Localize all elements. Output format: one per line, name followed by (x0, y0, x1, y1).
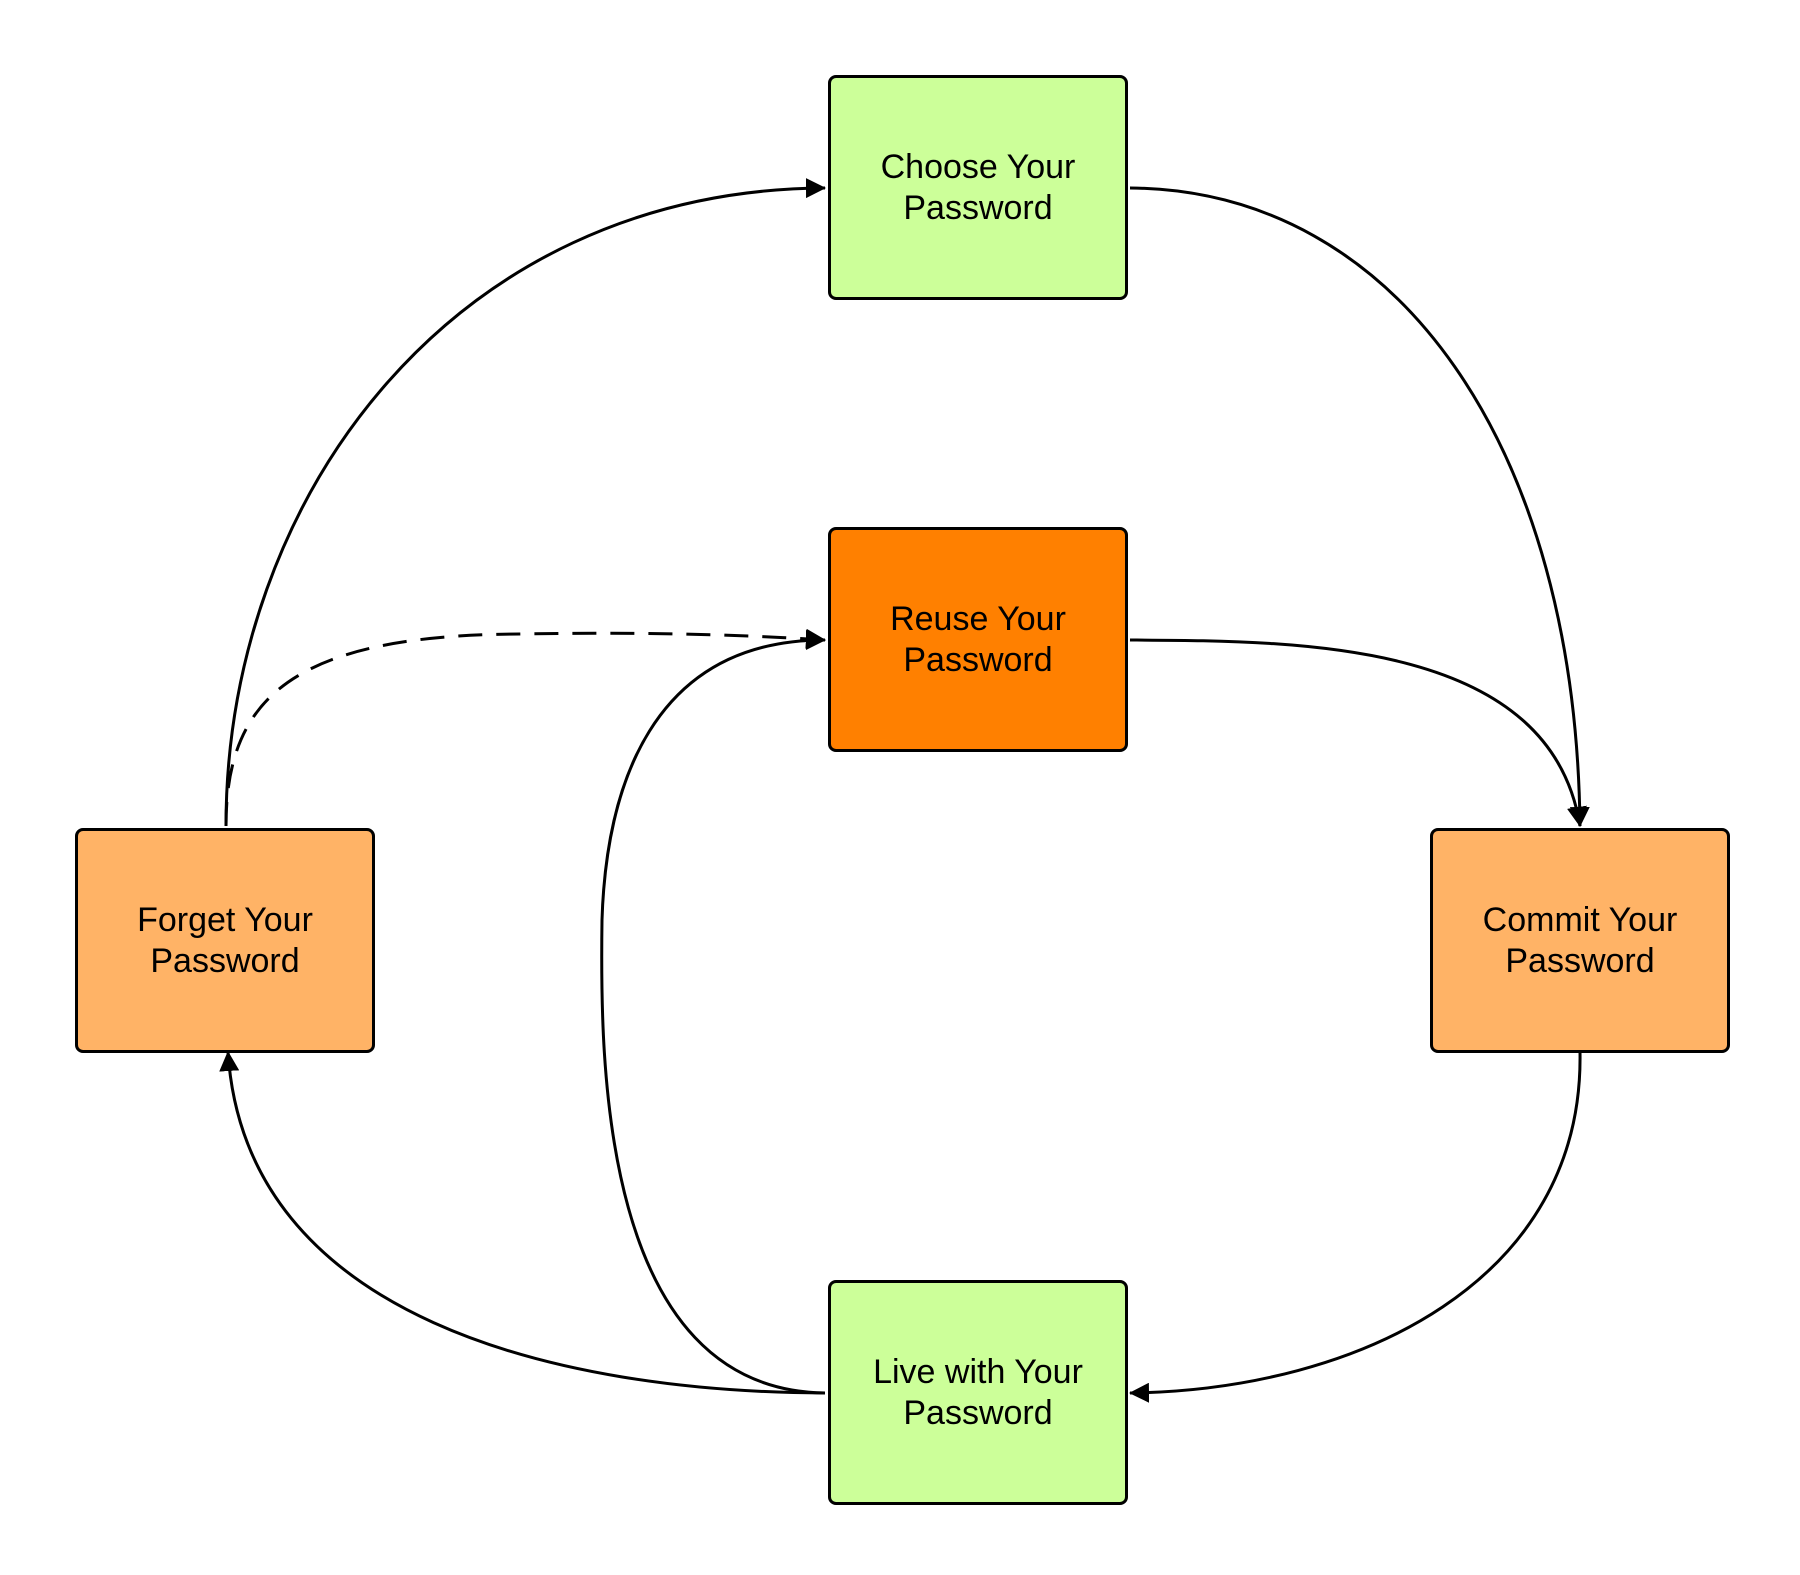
edge-reuse-to-commit (1129, 638, 1587, 827)
edge-forget-to-reuse-dashed (224, 628, 826, 827)
node-reuse-password: Reuse Your Password (828, 527, 1128, 752)
edge-commit-to-live (1129, 1051, 1582, 1403)
node-reuse-password-label: Reuse Your Password (890, 599, 1066, 679)
edge-choose-to-commit (1129, 186, 1590, 827)
edge-live-to-forget (219, 1051, 826, 1395)
node-live-password-label: Live with Your Password (873, 1352, 1083, 1432)
node-live-password: Live with Your Password (828, 1280, 1128, 1505)
node-choose-password-label: Choose Your Password (880, 147, 1076, 227)
node-choose-password: Choose Your Password (828, 75, 1128, 300)
edge-forget-to-choose (224, 178, 826, 827)
edge-live-to-reuse (600, 630, 826, 1395)
node-commit-password-label: Commit Your Password (1482, 900, 1678, 980)
node-forget-password-label: Forget Your Password (137, 900, 313, 980)
node-forget-password: Forget Your Password (75, 828, 375, 1053)
node-commit-password: Commit Your Password (1430, 828, 1730, 1053)
